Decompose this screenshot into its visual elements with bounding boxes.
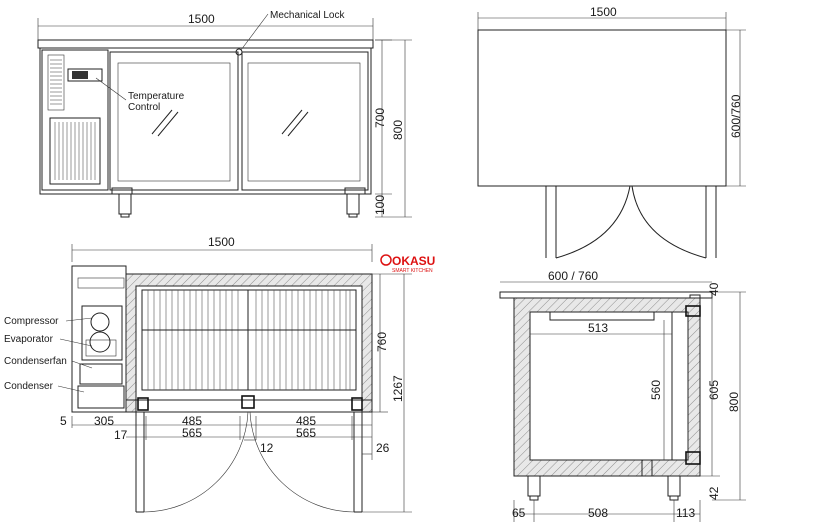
front-height-body-label: 700 (373, 108, 387, 128)
glass-door-right (241, 51, 369, 191)
temperature-control-label-2: Control (128, 102, 160, 113)
condenser-coil (77, 385, 125, 409)
glass-door-left (109, 51, 239, 191)
section-depth-label: 600 / 760 (548, 269, 598, 283)
section-shelf-depth-label: 513 (588, 321, 608, 335)
plan-door-clear-2-label: 485 (296, 414, 316, 428)
section-left-offset-label: 65 (512, 506, 526, 520)
evaporator-label: Evaporator (4, 334, 54, 345)
plan-depth-label: 760 (375, 332, 389, 352)
temperature-controller (67, 68, 103, 82)
section-view: 600 / 760 513 560 605 40 800 42 (499, 269, 746, 522)
compressor-label: Compressor (4, 316, 59, 327)
section-leg-right (667, 475, 681, 497)
compressor-unit (81, 305, 123, 361)
side-vent-slots (50, 59, 62, 105)
plan-offset-17-label: 17 (114, 428, 128, 442)
plan-offset-12-label: 12 (260, 441, 274, 455)
front-view: 1500 (37, 10, 412, 218)
plan-door-frame (125, 399, 373, 413)
plan-insulated-wall (125, 273, 373, 413)
section-countertop (499, 291, 713, 299)
plan-shelf-wires (142, 290, 356, 390)
plan-left-gap-label: 5 (60, 414, 67, 428)
condenser-fan (79, 363, 123, 385)
section-leg-height-label: 42 (707, 486, 721, 500)
top-width-label: 1500 (590, 5, 617, 19)
plan-door-total-1-label: 565 (182, 426, 202, 440)
mechanical-lock-label: Mechanical Lock (270, 10, 345, 21)
plan-door-clear-1-label: 485 (182, 414, 202, 428)
logo-ring-icon (380, 254, 392, 266)
section-top-thickness-label: 40 (707, 282, 721, 296)
plan-offset-26-label: 26 (376, 441, 390, 455)
front-grille-slots (54, 122, 96, 180)
okasu-logo: OKASU SMART KITCHEN (380, 254, 435, 274)
plan-open-depth-label: 1267 (391, 375, 405, 402)
condenser-fan-label: Condenserfan (4, 356, 67, 367)
top-side-view: 1500 600/760 (477, 5, 746, 259)
mechanical-lock (235, 48, 243, 56)
front-leg-height-label: 100 (373, 195, 387, 215)
leg-right (346, 193, 360, 215)
section-leg-left (527, 475, 541, 497)
machine-compartment (41, 49, 109, 191)
logo-tagline: SMART KITCHEN (392, 268, 433, 274)
section-body-height-label: 605 (707, 380, 721, 400)
plan-interior (141, 289, 357, 391)
plan-view: 1500 Compressor Evaporator Condenserfan … (4, 235, 412, 513)
section-base-depth-label: 508 (588, 506, 608, 520)
countertop (37, 39, 374, 49)
condenser-label: Condenser (4, 381, 54, 392)
section-right-offset-label: 113 (676, 506, 695, 520)
front-width-label: 1500 (188, 12, 215, 26)
top-depth-label: 600/760 (729, 94, 743, 138)
top-view-body (477, 29, 727, 187)
leg-left (118, 193, 132, 215)
plan-door-total-2-label: 565 (296, 426, 316, 440)
side-vent (47, 54, 65, 111)
logo-text: OKASU (392, 254, 435, 268)
front-grille (49, 117, 101, 185)
front-height-total-label: 800 (391, 120, 405, 140)
plan-width-label: 1500 (208, 235, 235, 249)
section-total-height-label: 800 (727, 392, 741, 412)
plan-machine-width-label: 305 (94, 414, 114, 428)
section-shelf (549, 311, 655, 321)
cabinet-body (39, 47, 372, 195)
section-inner-height-label: 560 (649, 380, 663, 400)
temperature-control-label-1: Temperature (128, 91, 185, 102)
controller-display (72, 71, 88, 79)
